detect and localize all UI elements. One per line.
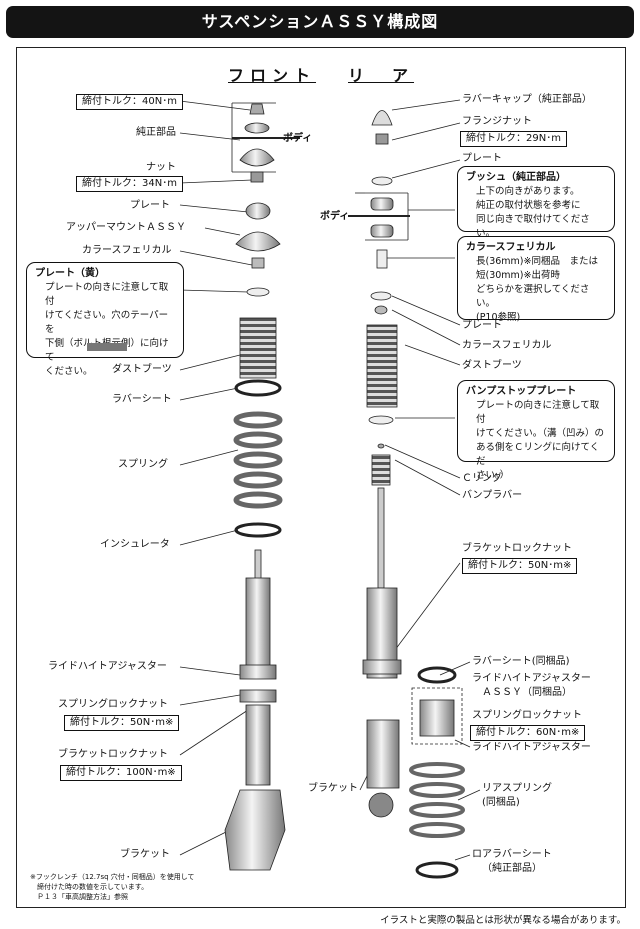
rear-lower-seat-label-2: （純正部品） xyxy=(482,863,542,874)
front-plate-note-line: ください。 xyxy=(45,366,93,377)
rear-ride-height-label: ライドハイトアジャスター xyxy=(472,742,591,753)
front-plate-note-line: けてください。穴のテーパーを xyxy=(45,310,169,335)
rear-collar-note-line: どちらかを選択してください。 xyxy=(476,284,590,309)
front-torque-top: 締付トルク：40N･m xyxy=(76,94,183,110)
front-nut-label: ナット xyxy=(146,162,176,173)
rear-collar-note-line: 短(30mm)※出荷時 xyxy=(476,270,560,281)
rear-collar-note-line: (P10参照) xyxy=(476,312,521,323)
front-body-label: ボディ xyxy=(283,133,313,144)
rear-lower-seat-label: ロアラバーシート xyxy=(472,849,552,860)
front-spring-lock-nut-label: スプリングロックナット xyxy=(58,699,168,710)
diagram-frame xyxy=(16,47,626,908)
rear-bump-rubber-label: バンプラバー xyxy=(462,490,523,501)
rear-bush-note-line: 同じ向きで取付けてください。 xyxy=(476,214,590,239)
front-leader-lines xyxy=(179,100,300,856)
front-oem-parts-label: 純正部品 xyxy=(136,127,176,138)
rear-spring-label: リアスプリング xyxy=(482,783,552,794)
rear-bump-plate-note: バンプストッププレート プレートの向きに注意して取付 けてください。（溝（凹み）… xyxy=(457,380,615,481)
front-spring-label: スプリング xyxy=(118,459,168,470)
front-plate-label: プレート xyxy=(130,200,170,211)
rear-rubber-cap-label: ラバーキャップ（純正部品） xyxy=(462,94,592,105)
rear-bump-plate-note-line: プレートの向きに注意して取付 xyxy=(476,400,600,425)
rear-damper xyxy=(362,110,465,879)
front-upper-mount-label: アッパーマウントＡＳＳＹ xyxy=(66,222,186,233)
footnote-line: 締付けた時の数値を示しています。 xyxy=(30,883,149,891)
front-torque-nut: 締付トルク：34N･m xyxy=(76,176,183,192)
footnote-line: ※フックレンチ（12.7sq 穴付・同梱品）を使用して xyxy=(30,873,195,881)
rear-flange-nut-label: フランジナット xyxy=(462,116,532,127)
front-plate-note: プレート（黄） プレートの向きに注意して取付 けてください。穴のテーパーを 下側… xyxy=(26,262,184,377)
front-plate-note-line: プレートの向きに注意して取付 xyxy=(45,282,169,307)
heading-rear: リ ア xyxy=(348,66,415,85)
rear-collar-note-line: 長(36mm)※同梱品 または xyxy=(476,256,598,267)
rear-collar-note-title: カラースフェリカル xyxy=(466,242,556,253)
front-collar-label: カラースフェリカル xyxy=(82,245,172,256)
front-torque-spring-lock: 締付トルク：50N･m※ xyxy=(64,715,180,731)
front-insulator-label: インシュレータ xyxy=(100,539,170,550)
rear-ride-height-assy-label-2: ＡＳＳＹ（同梱品） xyxy=(482,687,572,698)
rear-plate-label: プレート xyxy=(462,320,502,331)
rear-bracket-label: ブラケット xyxy=(308,783,358,794)
rear-collar-note: カラースフェリカル 長(36mm)※同梱品 または 短(30mm)※出荷時 どち… xyxy=(457,236,615,323)
plate-section-icon xyxy=(87,343,127,351)
rear-c-ring-label: Ｃリング xyxy=(462,473,502,484)
rear-bush-note: ブッシュ（純正部品） 上下の向きがあります。 純正の取付状態を参考に 同じ向きで… xyxy=(457,166,615,239)
front-torque-bracket-lock: 締付トルク：100N･m※ xyxy=(60,765,182,781)
page-title: サスペンションＡＳＳＹ構成図 xyxy=(6,6,634,38)
rear-plate-top-label: プレート xyxy=(462,153,502,164)
front-dust-boots-label: ダストブーツ xyxy=(112,364,172,375)
rear-body-label: ボディ xyxy=(320,211,350,222)
rear-bush-note-line: 上下の向きがあります。 xyxy=(476,186,580,197)
rear-collar-label: カラースフェリカル xyxy=(462,340,552,351)
rear-rubber-seat-label: ラバーシート(同梱品) xyxy=(472,656,570,667)
rear-torque-bracket-lock: 締付トルク：50N･m※ xyxy=(462,558,578,574)
rear-bump-plate-note-line: ある側をＣリングに向けてくだ xyxy=(476,442,600,467)
front-plate-note-title: プレート（黄） xyxy=(35,268,105,279)
front-rubber-seat-label: ラバーシート xyxy=(112,394,172,405)
front-ride-height-label: ライドハイトアジャスター xyxy=(48,661,167,672)
rear-spring-label-2: (同梱品) xyxy=(482,797,520,808)
rear-torque-flange: 締付トルク：29N･m xyxy=(460,131,567,147)
disclaimer-text: イラストと実際の製品とは形状が異なる場合があります。 xyxy=(380,915,626,926)
rear-dust-boots-label: ダストブーツ xyxy=(462,360,522,371)
rear-ride-height-assy-label: ライドハイトアジャスター xyxy=(472,673,591,684)
front-bracket-label: ブラケット xyxy=(120,849,170,860)
rear-bracket-lock-nut-label: ブラケットロックナット xyxy=(462,543,572,554)
rear-bump-plate-note-line: さい。） xyxy=(476,470,510,481)
rear-leader-lines xyxy=(348,99,481,861)
heading-front: フロント xyxy=(228,66,317,85)
rear-spring-lock-nut-label: スプリングロックナット xyxy=(472,710,582,721)
front-plate-note-line: 下側（ボルト根元側）に向けて xyxy=(45,338,169,363)
front-strut xyxy=(224,103,286,871)
rear-bush-note-line: 純正の取付状態を参考に xyxy=(476,200,581,211)
rear-torque-spring-lock: 締付トルク：60N･m※ xyxy=(470,725,586,741)
rear-bump-plate-note-line: けてください。（溝（凹み）の xyxy=(476,428,604,439)
rear-bush-note-title: ブッシュ（純正部品） xyxy=(466,172,566,183)
footnote-line: Ｐ１３「車高調整方法」参照 xyxy=(30,893,128,901)
rear-bump-plate-note-title: バンプストッププレート xyxy=(466,386,577,397)
front-bracket-lock-nut-label: ブラケットロックナット xyxy=(58,749,168,760)
